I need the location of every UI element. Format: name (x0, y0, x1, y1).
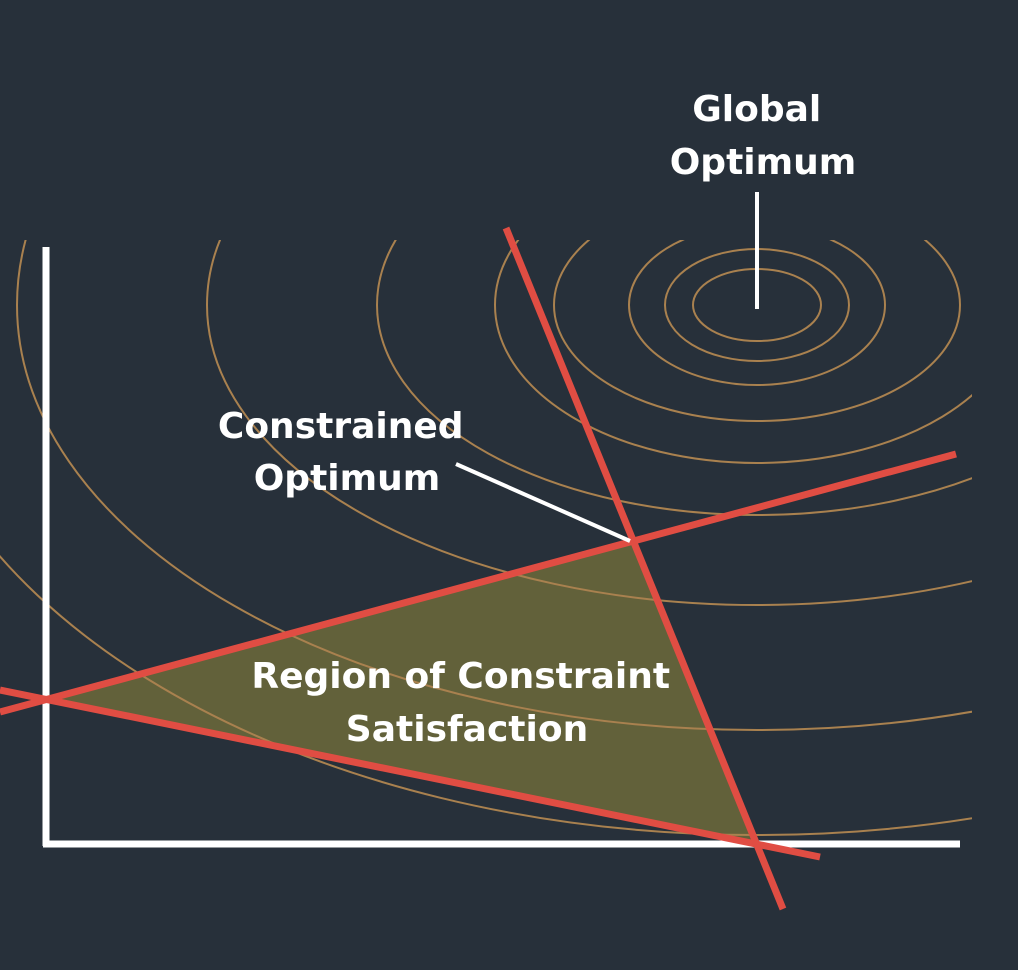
constrained-optimum-label: Constrained Optimum (218, 406, 476, 499)
feasible-region-label-line2: Satisfaction (346, 709, 588, 750)
constraint-line-upper (0, 450, 957, 716)
constrained-optimum-pointer (455, 462, 631, 543)
feasible-region-label: Region of Constraint Satisfaction (251, 656, 682, 750)
contour-ring (494, 240, 972, 464)
feasible-region (46, 541, 754, 844)
constraint-line-lower (0, 686, 821, 861)
contour-ring (0, 554, 972, 836)
constrained-optimum-label-line2: Optimum (254, 458, 441, 499)
global-optimum-label: Global Optimum (670, 89, 857, 183)
feasible-region-label-line1: Region of Constraint (251, 656, 670, 697)
contour-ring (206, 240, 972, 606)
objective-contours (0, 240, 972, 836)
contour-ring (16, 240, 972, 731)
global-optimum-label-line2: Optimum (670, 142, 857, 183)
global-optimum-label-line1: Global (692, 89, 821, 130)
constraint-line-steep (502, 226, 787, 911)
contour-ring (553, 240, 961, 422)
constrained-optimum-label-line1: Constrained (218, 406, 464, 447)
contour-ring (376, 240, 972, 516)
constraint-lines (0, 226, 957, 911)
contour-ring (628, 240, 886, 386)
